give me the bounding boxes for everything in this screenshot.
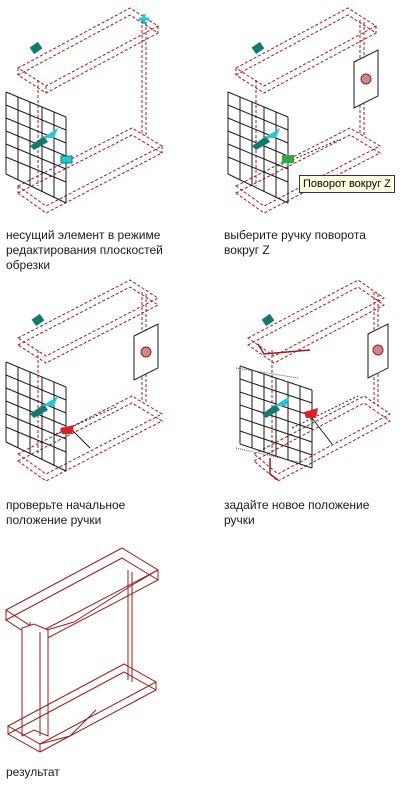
- caption-4: задайте новое положение ручки: [224, 498, 370, 527]
- grip-handle[interactable]: [30, 404, 48, 418]
- cutplane-grid: [5, 91, 67, 204]
- caption-1: несущий элемент в режиме редактирования …: [6, 228, 163, 272]
- panel-3: проверьте начальное положение ручки: [0, 278, 200, 540]
- rotate-grip-new[interactable]: [304, 408, 318, 418]
- grip-handle[interactable]: [251, 41, 265, 55]
- grip-handle[interactable]: [29, 41, 43, 55]
- grip-handle[interactable]: [252, 136, 270, 150]
- caption-2: выберите ручку поворота вокруг Z: [224, 228, 366, 257]
- direction-arrow-icon[interactable]: [42, 396, 58, 406]
- cutplane-grid: [227, 91, 289, 204]
- panel-5: результат: [0, 540, 200, 787]
- cutplane-grid-rotated: [239, 365, 313, 469]
- direction-arrow-icon[interactable]: [42, 128, 58, 138]
- grips: [29, 14, 149, 164]
- beam-edit-illustration-3: [5, 279, 164, 482]
- direction-arrow-icon[interactable]: [274, 396, 290, 406]
- grip-handle[interactable]: [31, 313, 45, 327]
- move-grip-icon[interactable]: [139, 14, 149, 24]
- grip-handle[interactable]: [30, 136, 48, 150]
- beam-edit-illustration-4: [235, 279, 391, 482]
- cutplane-grid: [5, 361, 67, 472]
- direction-arrow-icon[interactable]: [264, 128, 280, 138]
- panel-4: задайте новое положение ручки: [218, 278, 402, 540]
- rotation-grip[interactable]: [60, 155, 73, 164]
- rotate-grip-start[interactable]: [60, 425, 74, 434]
- beam-result-illustration: [5, 547, 160, 753]
- grip-handle[interactable]: [261, 313, 275, 327]
- panel-1: несущий элемент в режиме редактирования …: [0, 0, 200, 272]
- grip-handle[interactable]: [262, 404, 280, 418]
- caption-3: проверьте начальное положение ручки: [6, 498, 126, 527]
- beam-edit-illustration-1: [5, 7, 164, 214]
- beam-edit-illustration-2: [227, 7, 382, 214]
- caption-5: результат: [6, 765, 60, 779]
- panel-2: Поворот вокруг Z выберите ручку поворота…: [218, 0, 402, 270]
- rotate-z-grip[interactable]: [282, 155, 294, 163]
- rotate-z-tooltip: Поворот вокруг Z: [299, 175, 395, 193]
